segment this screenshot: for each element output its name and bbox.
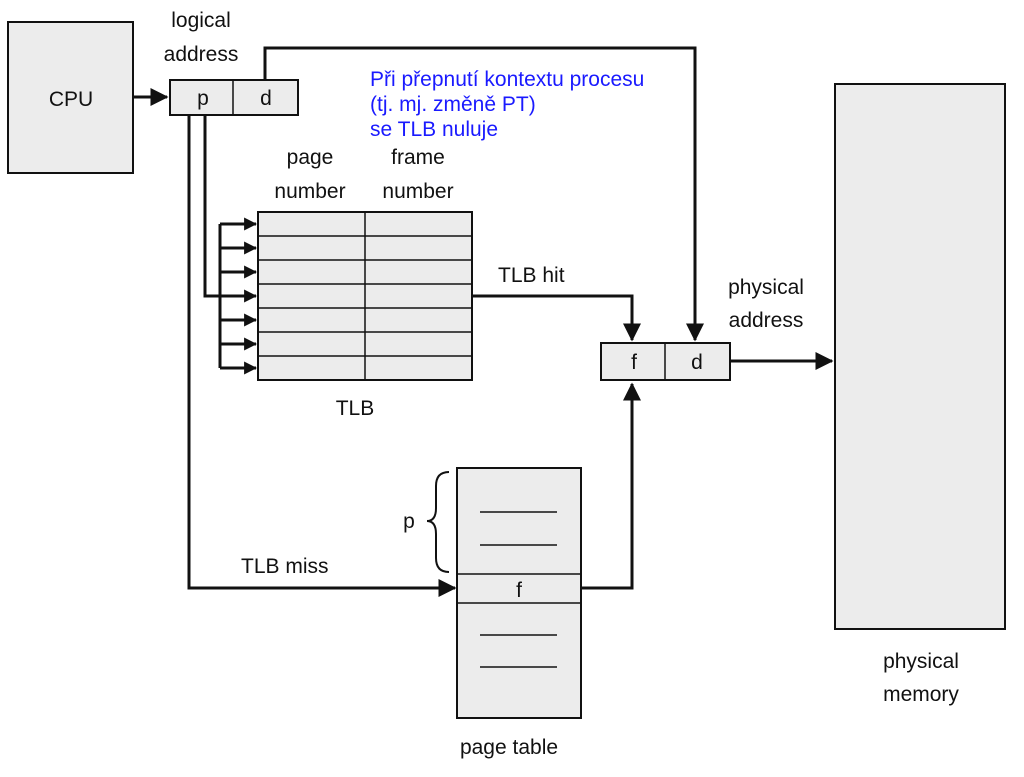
- tlb-hit-label: TLB hit: [498, 264, 565, 287]
- tlb-hit-arrow: [472, 294, 641, 342]
- physical-f: f: [631, 351, 637, 374]
- offset-d-arrow: [263, 46, 704, 342]
- tlb-header-frame-line1: frame: [391, 146, 445, 169]
- physical-address-label-line2: address: [729, 309, 804, 332]
- note-line3: se TLB nuluje: [370, 118, 498, 141]
- page-table: [456, 467, 582, 719]
- physical-memory-box: [834, 83, 1006, 630]
- logical-p: p: [197, 87, 209, 110]
- tlb-header-frame-line2: number: [382, 180, 453, 203]
- logical-address-label-line2: address: [164, 43, 239, 66]
- tlb-search-arrows: [203, 115, 258, 375]
- logical-address-box: [169, 79, 299, 116]
- tlb-miss-arrow: [187, 115, 457, 597]
- note-line2: (tj. mj. změně PT): [370, 93, 536, 116]
- page-table-label: page table: [460, 736, 558, 759]
- cpu-box: [7, 21, 134, 174]
- tlb-header-page-line2: number: [274, 180, 345, 203]
- logical-d: d: [260, 87, 272, 110]
- physical-d: d: [691, 351, 703, 374]
- page-table-f: f: [516, 579, 522, 602]
- physical-memory-label-line1: physical: [883, 650, 959, 673]
- tlb-flush-note: Při přepnutí kontextu procesu (tj. mj. z…: [370, 68, 644, 141]
- page-table-to-frame-arrow: [581, 382, 641, 590]
- note-line1: Při přepnutí kontextu procesu: [370, 68, 644, 91]
- physical-memory-label-line2: memory: [883, 683, 959, 706]
- page-table-p: p: [403, 510, 415, 533]
- logical-address-label-line1: logical: [171, 9, 231, 32]
- tlb-table: [257, 211, 473, 381]
- tlb-label: TLB: [336, 397, 375, 420]
- physical-address-label-line1: physical: [728, 276, 804, 299]
- tlb-header-page-line1: page: [287, 146, 334, 169]
- tlb-miss-label: TLB miss: [241, 555, 329, 578]
- page-table-brace: [426, 471, 450, 573]
- cpu-label: CPU: [49, 88, 93, 111]
